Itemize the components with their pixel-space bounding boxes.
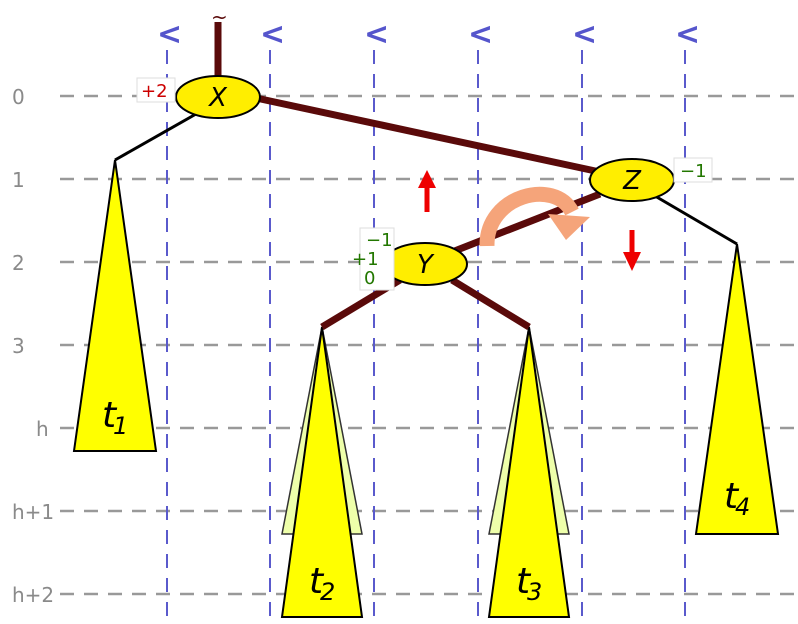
- subtree-t4-label: t 4: [724, 476, 750, 521]
- level-label: 2: [12, 251, 25, 275]
- subtree-t3: [487, 326, 571, 618]
- column-markers: < < < < < <: [157, 17, 700, 52]
- up-arrow-icon: [418, 170, 436, 212]
- top-mark: ~: [211, 5, 228, 29]
- node-y-balance-after: 0: [364, 268, 375, 289]
- node-x-label: X: [207, 83, 228, 113]
- subtree-t2-label: t 2: [309, 561, 335, 606]
- node-z-balance: −1: [680, 161, 707, 182]
- svg-text:1: 1: [113, 412, 128, 440]
- column-marker: <: [468, 17, 493, 52]
- edge-x-z: [255, 94, 601, 176]
- edge-y-t3: [450, 277, 531, 330]
- down-arrow-icon: [623, 230, 641, 271]
- column-marker: <: [572, 17, 597, 52]
- level-label: h+1: [12, 500, 54, 524]
- subtree-t3-label: t 3: [516, 561, 542, 606]
- level-label: 3: [12, 334, 25, 358]
- svg-text:t: t: [309, 561, 325, 602]
- level-label: h: [36, 417, 49, 441]
- svg-text:t: t: [102, 395, 118, 436]
- column-marker: <: [364, 17, 389, 52]
- level-labels: 0 1 2 3 h h+1 h+2: [12, 85, 54, 607]
- column-marker: <: [157, 17, 182, 52]
- svg-text:t: t: [724, 476, 740, 517]
- rotation-arrow-icon: [479, 186, 590, 247]
- column-marker: <: [260, 17, 285, 52]
- level-label: 1: [12, 168, 25, 192]
- node-y-balance-alt: +1: [352, 249, 379, 270]
- subtree-t2: [280, 326, 364, 618]
- node-z-label: Z: [622, 166, 642, 196]
- edge-x-t1: [114, 112, 197, 162]
- node-y-balance-before: −1: [366, 230, 393, 251]
- level-label: h+2: [12, 583, 54, 607]
- edge-z-t4: [654, 194, 738, 246]
- subtree-t1-label: t 1: [102, 395, 128, 440]
- column-marker: <: [675, 17, 700, 52]
- node-y-label: Y: [417, 250, 435, 280]
- svg-text:4: 4: [735, 493, 750, 521]
- node-x: X: [175, 75, 261, 119]
- subtree-t1: [72, 159, 158, 452]
- subtree-t4: [694, 243, 780, 535]
- node-z: Z: [589, 158, 675, 202]
- node-y: Y: [382, 242, 468, 286]
- svg-text:t: t: [516, 561, 532, 602]
- node-x-balance: +2: [141, 81, 168, 102]
- svg-text:2: 2: [320, 578, 335, 606]
- svg-text:3: 3: [527, 578, 542, 606]
- level-label: 0: [12, 85, 25, 109]
